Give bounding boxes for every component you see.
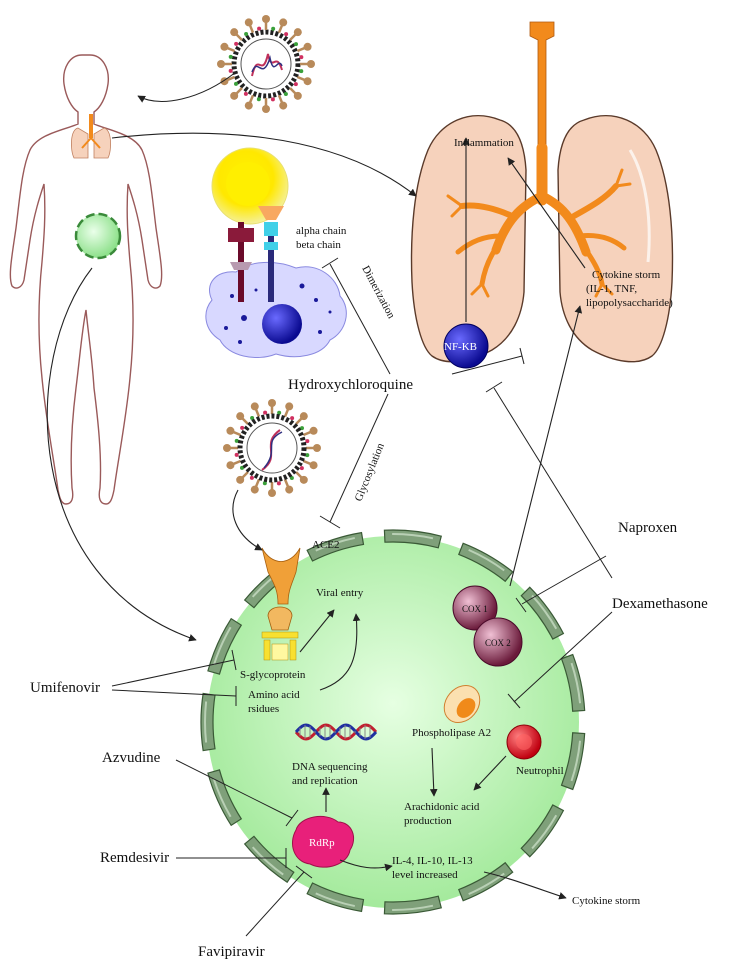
label-azvudine: Azvudine [102,750,161,766]
label-rdrp: RdRp [309,837,335,849]
label-dimerization: Dimerization [359,264,397,321]
label-inflammation: Inflammation [454,137,514,149]
human-body-outline [9,54,163,505]
label-glycosylation: Glycosylation [353,441,387,503]
label-remdesivir: Remdesivir [100,850,169,866]
label-amino-acid-2: rsidues [248,703,279,715]
coronavirus-top-icon [231,29,301,99]
rdrp-enzyme-icon [292,815,354,868]
label-viral-entry: Viral entry [316,587,364,599]
arrows [46,71,586,900]
label-cytokine-storm-out: Cytokine storm [572,895,641,907]
s-glycoprotein-icon [261,606,299,661]
ace2-receptor-icon [261,547,301,605]
label-cytokine-storm-lung-2: (IL-1, TNF, [586,283,637,295]
label-ace2: ACE2 [312,539,340,551]
neutrophil-icon [506,724,542,760]
label-amino-acid-1: Amino acid [248,689,300,701]
body-cell-icon [74,212,122,260]
virus-spikes [217,15,321,497]
label-umifenovir: Umifenovir [30,680,100,696]
label-cox2: COX 2 [485,638,511,648]
label-dexamethasone: Dexamethasone [612,596,708,612]
label-favipiravir: Favipiravir [198,944,265,960]
label-arachidonic-2: production [404,815,452,827]
dna-helix-icon [294,723,378,741]
label-phospholipase: Phospholipase A2 [412,727,491,739]
label-dna-2: and replication [292,775,358,787]
cell-membrane-segments [200,529,586,915]
label-arachidonic-1: Arachidonic acid [404,801,480,813]
label-naproxen: Naproxen [618,520,678,536]
inhibition-lines [111,257,613,937]
label-beta-chain: beta chain [296,239,341,251]
label-cytokine-storm-lung-1: Cytokine storm [592,269,661,281]
label-s-glycoprotein: S-glycoprotein [240,669,306,681]
label-cox1: COX 1 [462,604,488,614]
coronavirus-middle-icon [237,413,307,483]
receptor-illustration [205,147,347,358]
phospholipase-icon [443,685,481,723]
nfkb-icon [443,323,489,369]
body-lungs-icon [70,114,112,159]
label-il-2: level increased [392,869,458,881]
cox-enzymes [452,585,523,667]
label-cytokine-storm-lung-3: lipopolysaccharide) [586,297,673,309]
label-hydroxychloroquine: Hydroxychloroquine [288,377,413,393]
label-alpha-chain: alpha chain [296,225,347,237]
lungs-illustration [410,21,674,363]
label-il-1: IL-4, IL-10, IL-13 [392,855,473,867]
label-nfkb: NF-KB [444,341,477,353]
label-neutrophil: Neutrophil [516,765,564,777]
label-dna-1: DNA sequencing [292,761,368,773]
